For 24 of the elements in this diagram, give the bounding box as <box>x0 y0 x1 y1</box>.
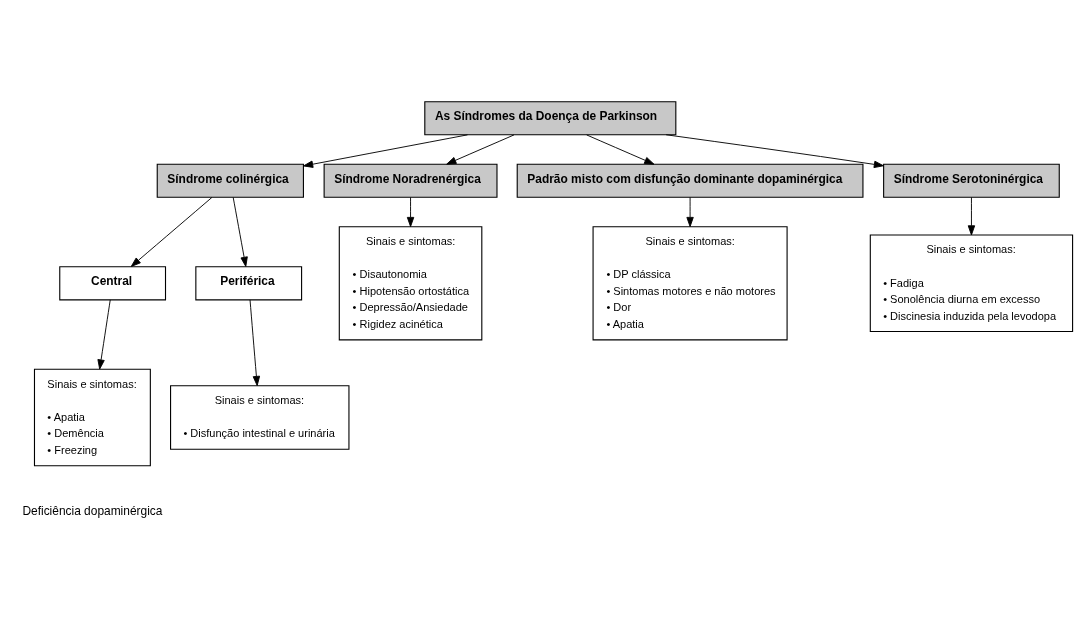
node-box: Sinais e sintomas: • Fadiga • Sonolência diurna em excesso • Discinesia induzida pela levodopa <box>869 234 1074 333</box>
arrow <box>97 299 111 370</box>
arrow <box>686 196 694 228</box>
arrow <box>586 134 655 165</box>
arrow <box>130 196 213 267</box>
node-box: Síndrome colinérgica <box>156 163 304 198</box>
node-box: Síndrome Serotoninérgica <box>883 163 1060 198</box>
arrow <box>967 196 976 236</box>
arrow <box>446 134 515 165</box>
arrow <box>303 134 468 168</box>
arrow <box>249 299 261 387</box>
node-box: Sinais e sintomas: • Apatia • Demência • Freezing <box>33 368 151 467</box>
label: Deficiência dopaminérgica <box>22 503 163 518</box>
node-box: Padrão misto com disfunção dominante dopaminérgica <box>516 163 864 198</box>
node-box: Sinais e sintomas: • DP clássica • Sintomas motores e não motores • Dor • Apatia <box>592 226 788 341</box>
node-box: As Síndromes da Doença de Parkinson <box>424 101 677 136</box>
node-box: Síndrome Noradrenérgica <box>323 163 498 198</box>
node-box: Sinais e sintomas: • Disfunção intestinal e urinária <box>170 385 350 450</box>
arrow <box>665 134 884 169</box>
node-box: Periférica <box>195 266 303 301</box>
arrow <box>406 196 415 228</box>
node-box: Central <box>59 266 167 301</box>
arrow <box>232 196 248 267</box>
node-box: Sinais e sintomas: • Disautonomia • Hipotensão ortostática • Depressão/Ansiedade • Rigidez acinética <box>338 226 483 341</box>
